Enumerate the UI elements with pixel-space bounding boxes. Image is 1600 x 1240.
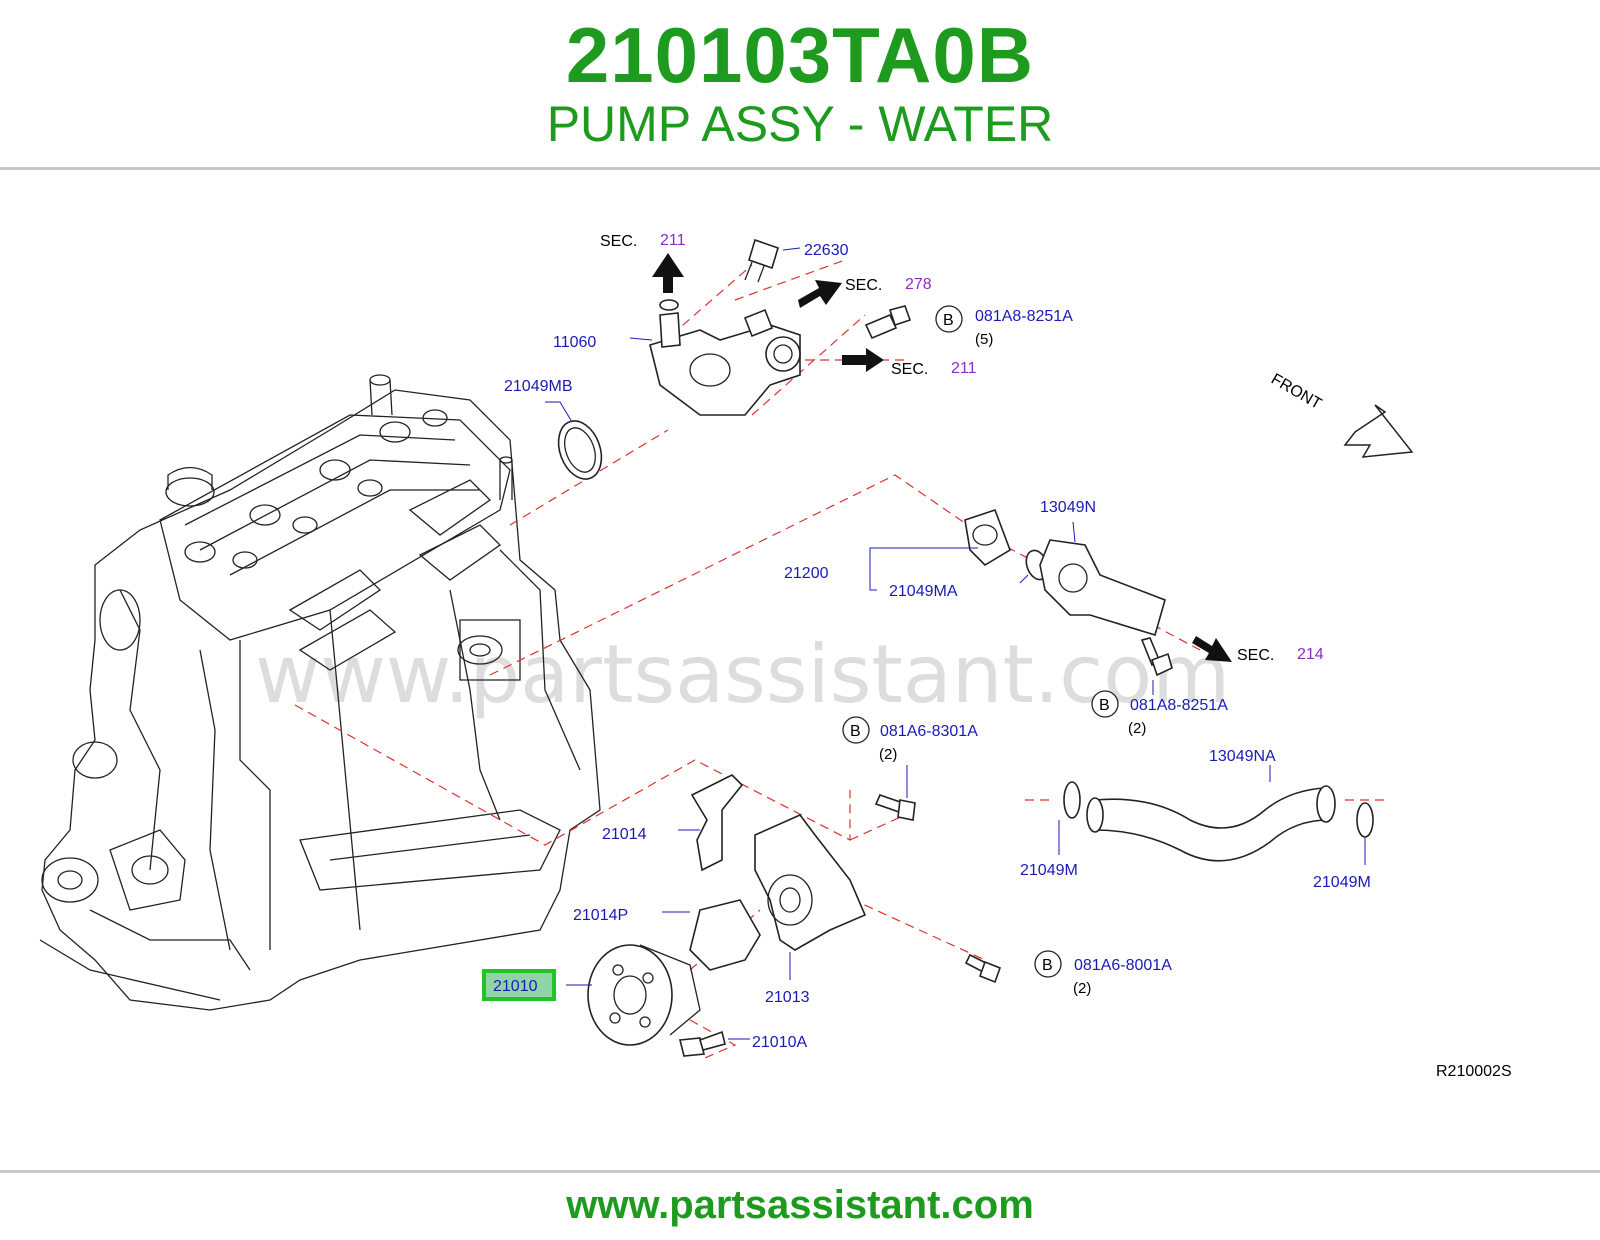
bolt-081A8-8251A-top bbox=[864, 305, 912, 340]
highlighted-part-box bbox=[482, 969, 556, 1001]
callout-081A8-8251A[interactable]: 081A8-8251A bbox=[1130, 697, 1228, 714]
arrow-right-icon bbox=[1192, 636, 1232, 662]
bolt-081A6-8301A bbox=[874, 794, 916, 821]
callout-21014[interactable]: 21014 bbox=[602, 826, 647, 843]
callout-13049N[interactable]: 13049N bbox=[1040, 499, 1096, 516]
callout-21010A[interactable]: 21010A bbox=[752, 1034, 807, 1051]
water-pipe-13049NA bbox=[1063, 781, 1374, 862]
callout-21200[interactable]: 21200 bbox=[784, 565, 829, 582]
callout-21010[interactable]: 21010 bbox=[493, 978, 538, 995]
section-ref-prefix: SEC. bbox=[1237, 647, 1274, 664]
page-header: 210103TA0B PUMP ASSY - WATER bbox=[0, 0, 1600, 168]
callout-21049MA[interactable]: 21049MA bbox=[889, 583, 958, 600]
front-arrow-icon bbox=[1343, 404, 1414, 458]
callout-081A6-8001A[interactable]: 081A6-8001A bbox=[1074, 957, 1172, 974]
bolt-marker-b-icon bbox=[1091, 690, 1119, 718]
callout-quantity: (2) bbox=[1128, 720, 1146, 737]
temperature-sensor-22630 bbox=[744, 238, 779, 283]
section-ref-prefix: SEC. bbox=[600, 233, 637, 250]
water-pump-21010 bbox=[587, 944, 701, 1046]
footer-divider bbox=[0, 1170, 1600, 1173]
callout-leaders bbox=[545, 247, 1366, 1040]
callout-11060[interactable]: 11060 bbox=[553, 334, 596, 351]
section-ref-prefix: SEC. bbox=[845, 277, 882, 294]
bolt-marker-letter: B bbox=[1099, 697, 1110, 714]
thermostat-21200 bbox=[964, 508, 1049, 581]
arrow-right-icon bbox=[798, 280, 842, 308]
section-arrows bbox=[652, 253, 1232, 662]
callout-081A6-8301A[interactable]: 081A6-8301A bbox=[880, 723, 978, 740]
bolt-marker-letter: B bbox=[850, 723, 861, 740]
bolt-081A8-8251A-lower bbox=[1140, 637, 1173, 677]
water-pump-body-21013 bbox=[754, 814, 867, 951]
bolt-081A6-8001A bbox=[964, 953, 1002, 984]
callout-13049NA[interactable]: 13049NA bbox=[1209, 748, 1276, 765]
callout-21013[interactable]: 21013 bbox=[765, 989, 810, 1006]
callout-21049M[interactable]: 21049M bbox=[1020, 862, 1078, 879]
section-ref-number[interactable]: 278 bbox=[905, 276, 932, 293]
callout-22630[interactable]: 22630 bbox=[804, 242, 849, 259]
section-ref-number[interactable]: 211 bbox=[660, 232, 686, 249]
callout-21049MB[interactable]: 21049MB bbox=[504, 378, 573, 395]
section-ref-prefix: SEC. bbox=[891, 361, 928, 378]
water-outlet-housing-11060 bbox=[649, 299, 801, 416]
callout-quantity: (5) bbox=[975, 331, 993, 348]
bolt-marker-letter: B bbox=[1042, 957, 1053, 974]
section-ref-number[interactable]: 211 bbox=[951, 360, 977, 377]
section-ref-number[interactable]: 214 bbox=[1297, 646, 1324, 663]
callout-quantity: (2) bbox=[1073, 980, 1091, 997]
diagram-code: R210002S bbox=[1436, 1063, 1512, 1080]
watermark-text: www.partsassistant.com bbox=[255, 628, 1230, 721]
gasket-21049MB-inner bbox=[564, 427, 596, 473]
arrow-up-icon bbox=[652, 253, 684, 293]
front-direction-indicator: FRONT bbox=[1268, 371, 1414, 458]
engine-block-drawing bbox=[39, 374, 601, 1011]
front-label: FRONT bbox=[1268, 371, 1324, 413]
part-name-subtitle: PUMP ASSY - WATER bbox=[546, 96, 1054, 152]
callout-21049M[interactable]: 21049M bbox=[1313, 874, 1371, 891]
callout-21014P[interactable]: 21014P bbox=[573, 907, 628, 924]
bolt-marker-letter: B bbox=[943, 312, 954, 329]
bolt-21010A bbox=[678, 1030, 726, 1057]
bolt-marker-b-icon bbox=[935, 305, 963, 333]
gasket-21049MB bbox=[557, 420, 603, 480]
bolt-marker-b-icon bbox=[842, 716, 870, 744]
footer-website-link[interactable]: www.partsassistant.com bbox=[566, 1183, 1034, 1227]
header-divider bbox=[0, 167, 1600, 170]
part-number-title: 210103TA0B bbox=[565, 11, 1035, 99]
bracket-21014 bbox=[690, 774, 744, 872]
parts-diagram: www.partsassistant.com bbox=[39, 232, 1512, 1080]
gasket-21014P bbox=[689, 899, 761, 971]
arrow-right-icon bbox=[842, 348, 884, 372]
bolt-marker-b-icon bbox=[1034, 950, 1062, 978]
callout-081A8-8251A[interactable]: 081A8-8251A bbox=[975, 308, 1073, 325]
callout-quantity: (2) bbox=[879, 746, 897, 763]
water-inlet-13049N bbox=[1039, 539, 1166, 637]
